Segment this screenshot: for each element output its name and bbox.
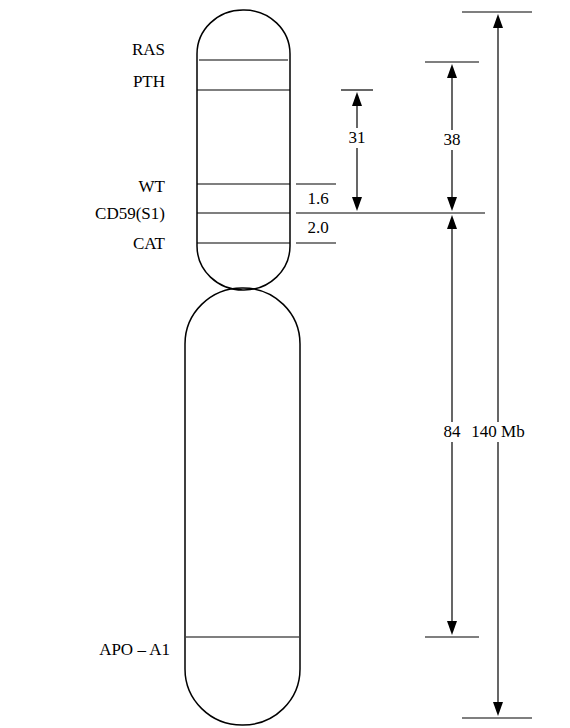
distance-label: 140 Mb — [468, 422, 527, 443]
gene-label: CD59(S1) — [95, 205, 165, 224]
band-line — [197, 89, 290, 90]
arrowhead — [493, 14, 503, 28]
end-bar — [462, 11, 532, 12]
arrowhead — [447, 197, 457, 211]
distance-label: 2.0 — [307, 219, 328, 238]
tick-line — [296, 242, 336, 243]
dimension-line — [356, 95, 357, 208]
gene-label: CAT — [133, 235, 165, 254]
end-bar — [462, 717, 532, 718]
end-bar — [341, 89, 373, 90]
tick-line — [296, 183, 336, 184]
distance-label: 31 — [346, 128, 369, 149]
reference-line — [296, 212, 485, 213]
arrowhead — [447, 64, 457, 78]
distance-label: 1.6 — [307, 190, 328, 209]
band-line — [199, 59, 288, 60]
end-bar — [425, 636, 479, 637]
arrowhead — [447, 215, 457, 229]
arrowhead — [352, 92, 362, 106]
end-bar — [425, 61, 479, 62]
distance-label: 84 — [441, 422, 464, 443]
band-line — [197, 212, 290, 213]
band-line — [197, 183, 290, 184]
arrowhead — [493, 702, 503, 716]
gene-label: APO – A1 — [99, 641, 170, 660]
long-arm — [185, 288, 300, 725]
arrowhead — [447, 621, 457, 635]
gene-label: RAS — [132, 41, 165, 60]
arrowhead — [352, 197, 362, 211]
gene-label: PTH — [133, 73, 165, 92]
band-line — [186, 636, 299, 637]
gene-label: WT — [139, 178, 165, 197]
band-line — [197, 242, 290, 243]
short-arm — [197, 10, 290, 290]
distance-label: 38 — [441, 130, 464, 151]
dimension-line — [497, 17, 498, 713]
